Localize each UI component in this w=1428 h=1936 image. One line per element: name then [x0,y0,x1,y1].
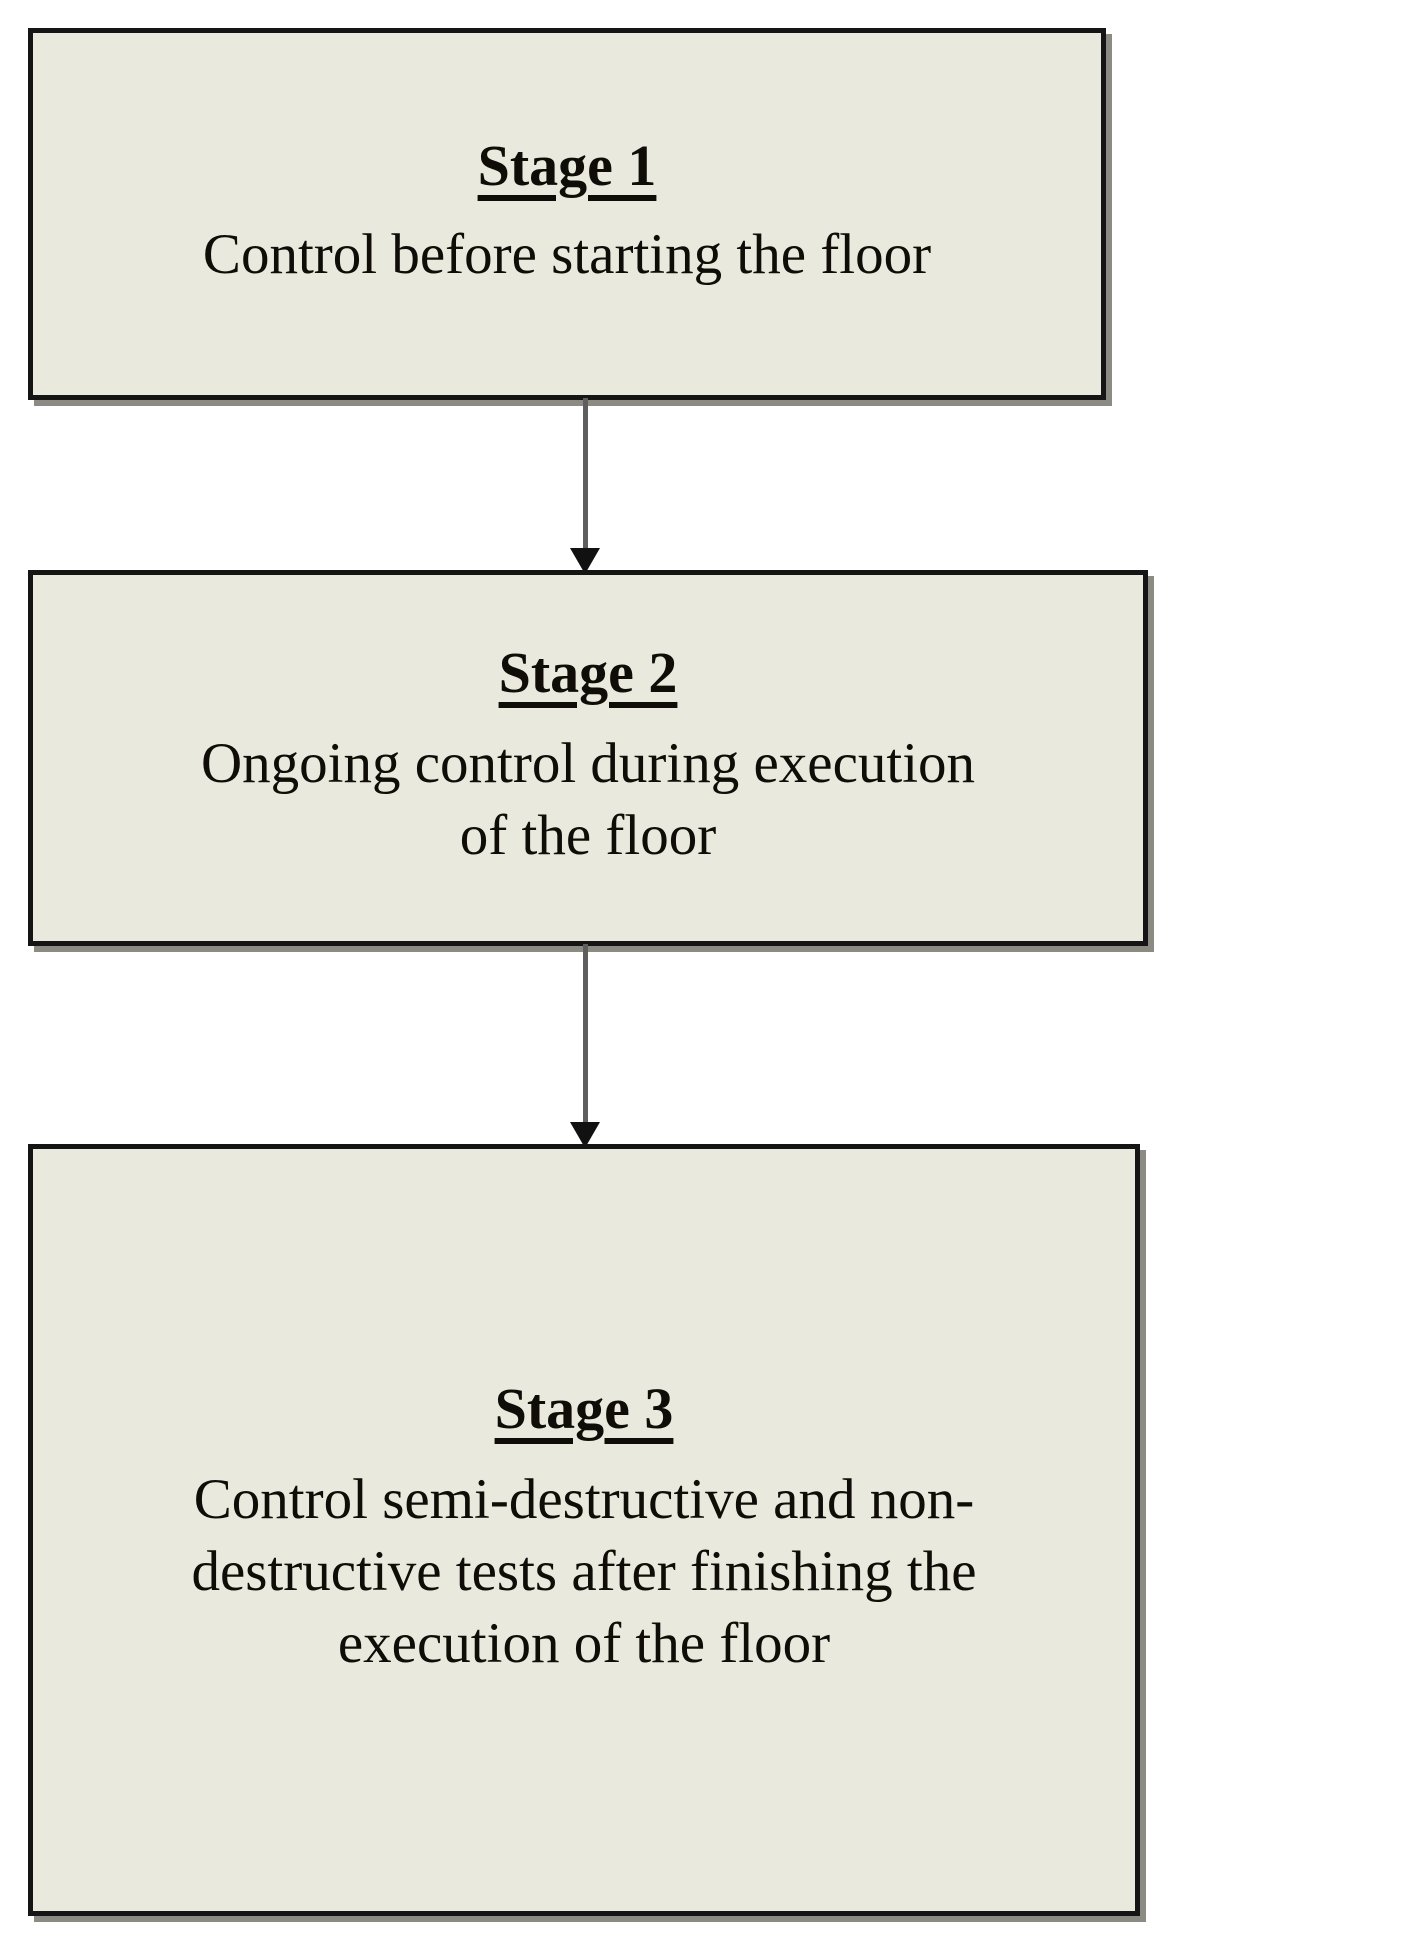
stage-2-title: Stage 2 [498,640,678,706]
stage-1-node[interactable]: Stage 1 Control before starting the floo… [28,28,1106,400]
stage-3-node[interactable]: Stage 3 Control semi-destructive and non… [28,1144,1140,1916]
stage-3-body: Control semi-destructive and non- destru… [191,1468,977,1675]
stage-1-body: Control before starting the floor [202,223,932,287]
stage-1-title: Stage 1 [477,133,657,199]
stage-2-body: Ongoing control during execution of the … [200,732,976,867]
arrow-shaft [583,944,588,1124]
stage-2-node[interactable]: Stage 2 Ongoing control during execution… [28,570,1148,946]
arrow-stage1-to-stage2 [570,398,600,576]
stage-3-title: Stage 3 [494,1376,674,1442]
arrow-shaft [583,398,588,550]
arrow-stage2-to-stage3 [570,944,600,1150]
arrow-head-icon [570,548,600,574]
arrow-head-icon [570,1122,600,1148]
